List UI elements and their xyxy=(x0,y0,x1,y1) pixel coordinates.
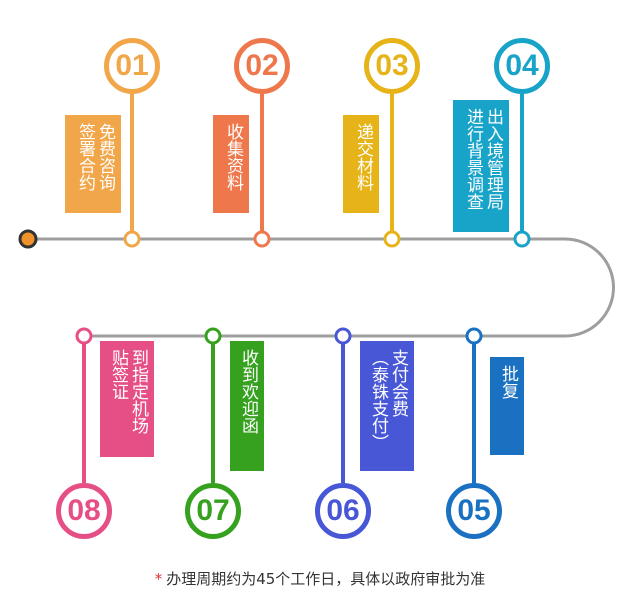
step-02-anchor-dot xyxy=(253,230,271,248)
step-04-number-circle: 04 xyxy=(494,38,550,94)
step-05-number-circle: 05 xyxy=(446,483,502,539)
step-number: 01 xyxy=(115,49,149,82)
step-01-label: 免费咨询 签署合约 xyxy=(65,115,121,213)
step-number: 07 xyxy=(196,494,230,527)
step-07-label: 收到欢迎函 xyxy=(230,341,264,471)
timeline-start-dot xyxy=(18,229,38,249)
footnote-asterisk: * xyxy=(154,570,163,588)
footnote-text: 办理周期约为45个工作日，具体以政府审批为准 xyxy=(166,570,486,588)
step-06-label: 支付会费 （泰铢支付） xyxy=(360,341,414,471)
step-03-label: 递交材料 xyxy=(343,115,379,213)
timeline-track xyxy=(28,237,615,338)
step-04-label: 出入境管理局 进行背景调查 xyxy=(453,100,509,232)
step-05-label: 批复 xyxy=(490,357,524,455)
step-07-anchor-dot xyxy=(204,327,222,345)
step-03-number-circle: 03 xyxy=(364,38,420,94)
step-03-anchor-dot xyxy=(383,230,401,248)
step-07-number-circle: 07 xyxy=(185,483,241,539)
step-08-number-circle: 08 xyxy=(56,483,112,539)
step-05-anchor-dot xyxy=(465,327,483,345)
step-number: 02 xyxy=(245,49,279,82)
step-06-number-circle: 06 xyxy=(315,483,371,539)
step-01-number-circle: 01 xyxy=(104,38,160,94)
step-number: 05 xyxy=(457,494,491,527)
step-number: 06 xyxy=(326,494,360,527)
step-08-anchor-dot xyxy=(75,327,93,345)
step-04-anchor-dot xyxy=(513,230,531,248)
step-number: 08 xyxy=(67,494,101,527)
step-01-anchor-dot xyxy=(123,230,141,248)
step-number: 03 xyxy=(375,49,409,82)
step-06-anchor-dot xyxy=(334,327,352,345)
step-number: 04 xyxy=(505,49,539,82)
footnote: *办理周期约为45个工作日，具体以政府审批为准 xyxy=(0,568,640,589)
step-02-number-circle: 02 xyxy=(234,38,290,94)
step-02-label: 收集资料 xyxy=(213,115,249,213)
step-08-label: 到指定机场 贴签证 xyxy=(100,341,154,457)
